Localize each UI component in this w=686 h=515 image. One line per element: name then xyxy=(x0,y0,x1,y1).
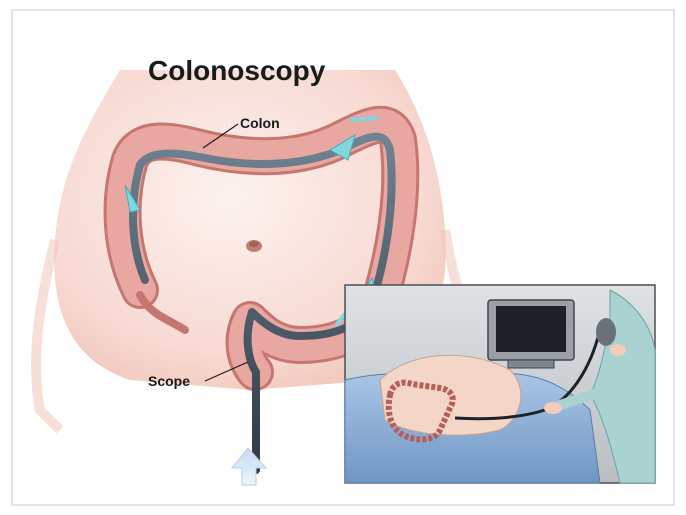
figure-title: Colonoscopy xyxy=(148,55,326,86)
navel-inner xyxy=(249,241,259,247)
arrow-icon xyxy=(350,118,378,120)
monitor-stand xyxy=(508,360,554,368)
video-monitor xyxy=(488,300,574,368)
doctor-hand xyxy=(610,344,626,356)
scope-label: Scope xyxy=(148,373,190,389)
monitor-screen xyxy=(496,306,566,352)
procedure-inset xyxy=(345,285,655,483)
patient-hips xyxy=(380,355,521,435)
colon-label: Colon xyxy=(240,115,280,131)
doctor-hand xyxy=(544,402,562,414)
scope-handle xyxy=(596,318,616,346)
